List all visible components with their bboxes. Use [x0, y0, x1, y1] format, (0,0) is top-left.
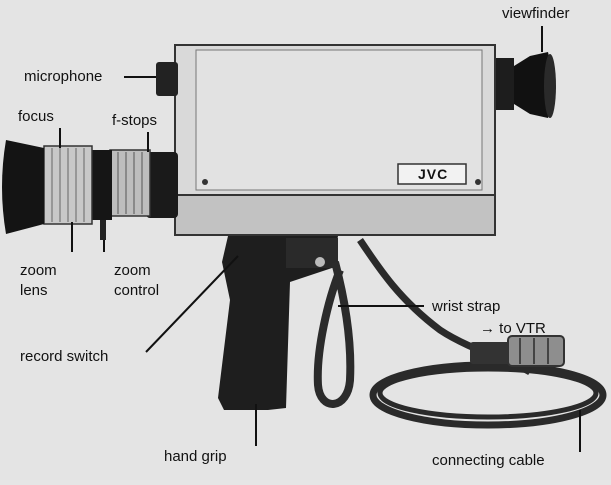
label-zoom-lens-line2: lens — [20, 282, 48, 299]
zoom-lens-shape — [2, 140, 178, 240]
label-zoom-control-line1: zoom — [114, 262, 151, 279]
vtr-connector — [470, 335, 565, 367]
viewfinder-shape — [496, 52, 556, 118]
label-f-stops: f-stops — [112, 112, 158, 129]
label-hand-grip: hand grip — [164, 448, 227, 465]
camera-body — [174, 44, 496, 236]
microphone-shape — [156, 62, 178, 96]
label-wrist-strap: wrist strap — [432, 298, 501, 315]
label-viewfinder: viewfinder — [502, 5, 570, 22]
label-connecting-cable: connecting cable — [432, 452, 545, 469]
brand-logo: JVC — [418, 166, 449, 182]
label-to-vtr: → to VTR — [480, 320, 546, 337]
label-zoom-lens-line1: zoom — [20, 262, 57, 279]
label-microphone: microphone — [24, 68, 103, 85]
label-record-switch: record switch — [20, 348, 109, 365]
hand-grip-shape — [218, 236, 338, 410]
leader-lines — [59, 26, 581, 452]
label-zoom-control-line2: control — [114, 282, 160, 299]
label-focus: focus — [18, 108, 54, 125]
record-switch-button — [315, 257, 325, 267]
wrist-strap-shape — [313, 260, 355, 408]
